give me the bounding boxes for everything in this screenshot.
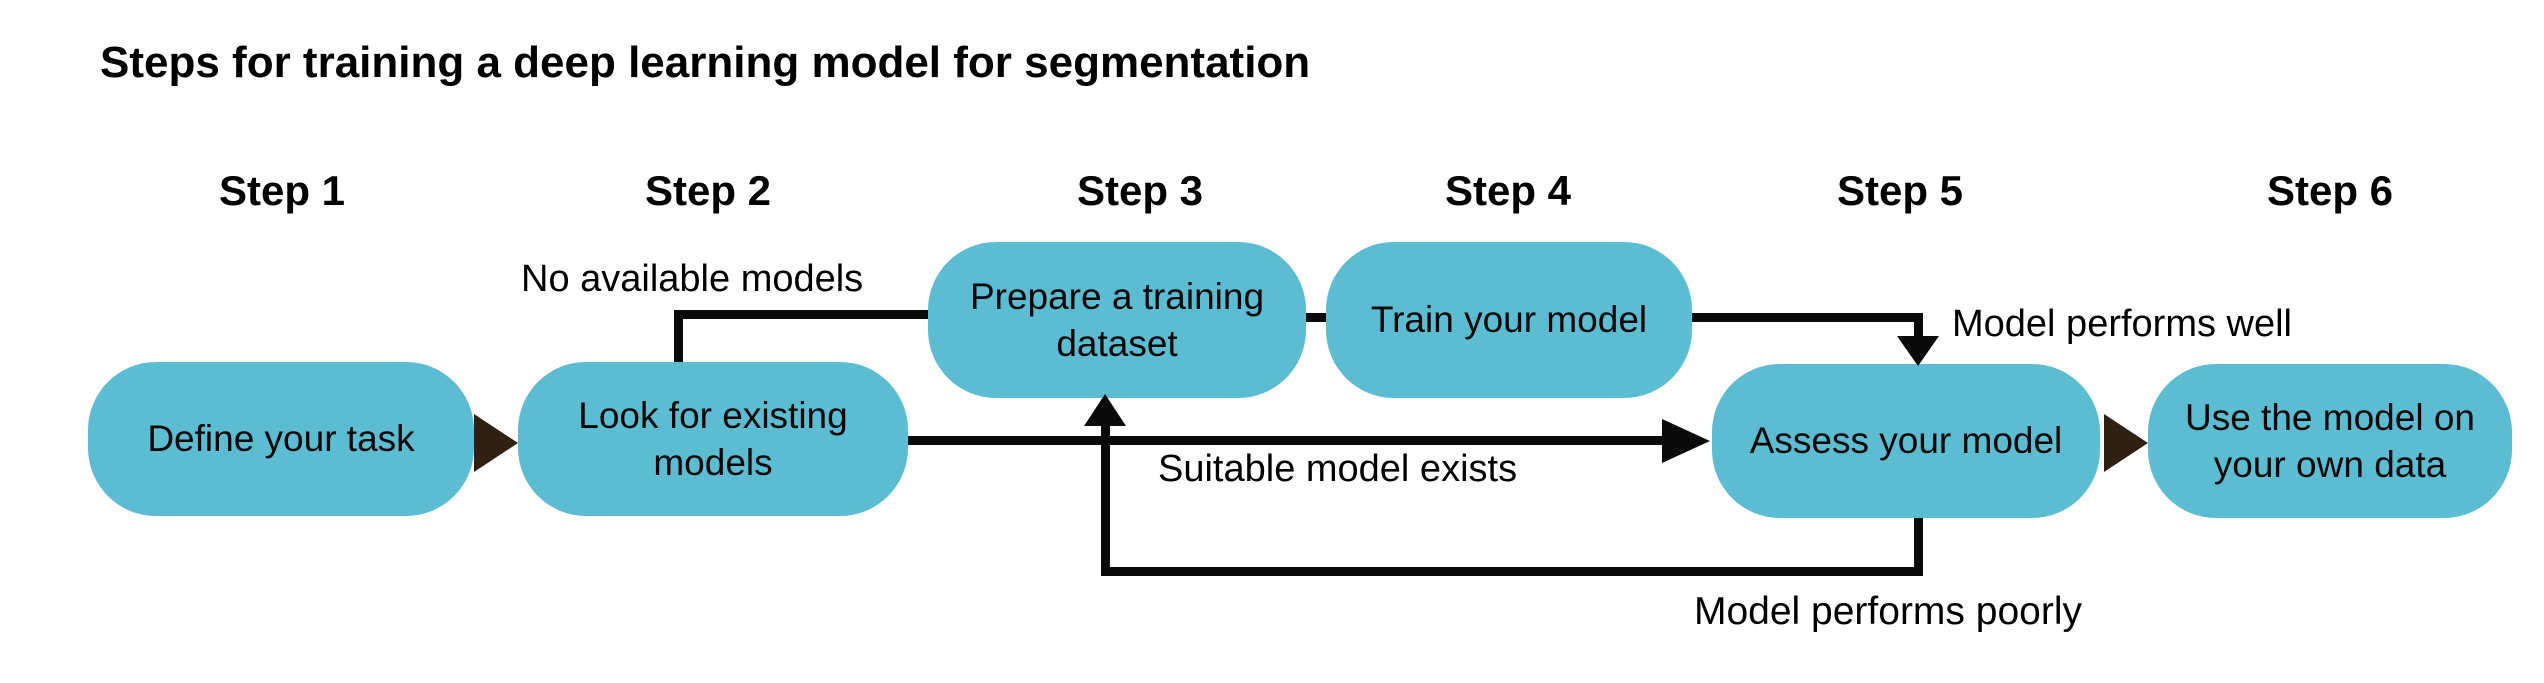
connector-assess-loop-bottom-horizontal xyxy=(1101,567,1923,576)
connector-loop-to-prepare-vertical xyxy=(1101,424,1110,576)
step-header-4: Step 4 xyxy=(1444,167,1572,214)
step-box-assess-your-model: Assess your model xyxy=(1712,364,2100,518)
step-box-prepare-training-dataset: Prepare a training dataset xyxy=(928,242,1306,398)
edge-label-model-performs-poorly: Model performs poorly xyxy=(1694,590,2082,633)
connector-look-to-prepare-vertical xyxy=(674,310,683,368)
step-header-2: Step 2 xyxy=(644,167,772,214)
step-header-1: Step 1 xyxy=(218,167,346,214)
connector-train-to-assess-horizontal xyxy=(1690,313,1923,322)
step-header-3: Step 3 xyxy=(1076,167,1204,214)
step-box-use-model-on-own-data: Use the model on your own data xyxy=(2148,364,2512,518)
arrowhead-loop-to-prepare-icon xyxy=(1084,394,1126,426)
arrowhead-train-to-assess-icon xyxy=(1897,336,1939,366)
connector-look-to-prepare-horizontal xyxy=(674,310,930,319)
connector-assess-loop-down-vertical xyxy=(1914,510,1923,576)
step-box-define-your-task: Define your task xyxy=(88,362,474,516)
connector-prepare-to-train xyxy=(1295,313,1331,322)
edge-label-no-available-models: No available models xyxy=(521,258,864,300)
step-box-train-your-model: Train your model xyxy=(1326,242,1692,398)
connector-look-to-assess-horizontal xyxy=(906,436,1662,445)
arrowhead-look-to-assess-icon xyxy=(1662,419,1710,463)
edge-label-suitable-model-exists: Suitable model exists xyxy=(1158,448,1518,490)
step-header-5: Step 5 xyxy=(1836,167,1964,214)
arrowhead-assess-to-use-icon xyxy=(2104,414,2148,472)
arrowhead-define-to-look-icon xyxy=(474,414,518,472)
step-header-6: Step 6 xyxy=(2266,167,2394,214)
diagram-title: Steps for training a deep learning model… xyxy=(100,38,1311,87)
edge-label-model-performs-well: Model performs well xyxy=(1952,303,2292,345)
connector-train-to-assess-vertical xyxy=(1914,313,1923,343)
step-box-look-for-existing-models: Look for existing models xyxy=(518,362,908,516)
